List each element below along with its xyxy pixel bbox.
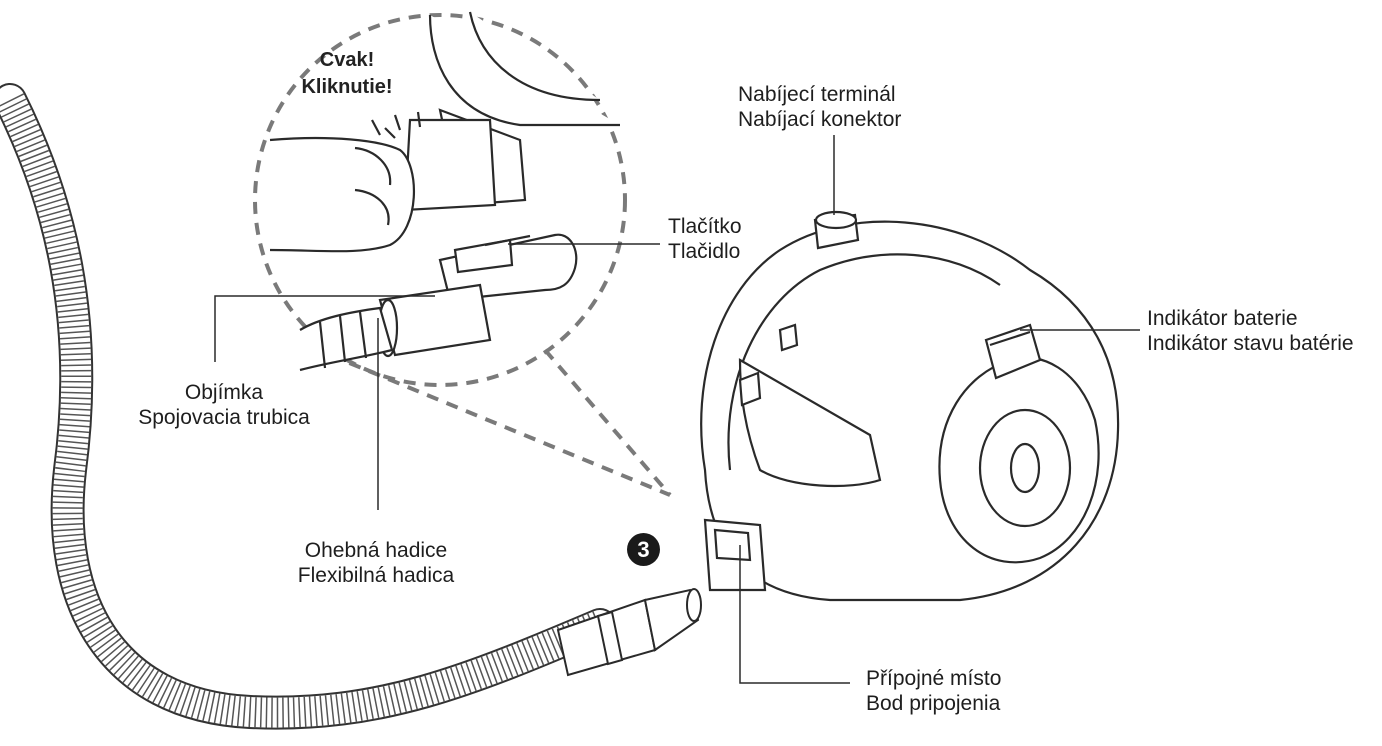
label-connection-point-sk: Bod pripojenia [866, 692, 1001, 715]
label-charging-terminal-sk: Nabíjací konektor [738, 108, 902, 131]
click-text-sk: Kliknutie! [301, 76, 393, 98]
label-sleeve: Objímka Spojovacia trubica [124, 380, 324, 430]
label-battery-indicator-cz: Indikátor baterie [1147, 307, 1298, 330]
label-button: Tlačítko Tlačidlo [668, 214, 742, 264]
label-button-cz: Tlačítko [668, 215, 742, 238]
label-charging-terminal: Nabíjecí terminál Nabíjací konektor [738, 82, 901, 132]
hose-connector [556, 588, 702, 677]
label-battery-indicator-sk: Indikátor stavu batérie [1147, 332, 1354, 355]
flexible-hose [0, 83, 617, 730]
click-text-cz: Cvak! [319, 49, 375, 71]
leader-lines [214, 135, 1140, 684]
label-flexible-hose: Ohebná hadice Flexibilná hadica [276, 538, 476, 588]
zoom-detail [269, 11, 620, 372]
label-button-sk: Tlačidlo [668, 240, 741, 263]
step-number-badge: 3 [627, 533, 660, 566]
label-flexible-hose-cz: Ohebná hadice [304, 539, 448, 562]
label-sleeve-sk: Spojovacia trubica [138, 406, 310, 429]
label-charging-terminal-cz: Nabíjecí terminál [738, 83, 896, 106]
label-connection-point: Přípojné místo Bod pripojenia [866, 666, 1001, 716]
label-connection-point-cz: Přípojné místo [866, 667, 1002, 690]
zoom-callout [253, 13, 672, 497]
label-sleeve-cz: Objímka [184, 381, 264, 404]
click-sound-text: Cvak! Kliknutie! [282, 47, 412, 101]
vacuum-body [700, 210, 1120, 602]
label-flexible-hose-sk: Flexibilná hadica [297, 564, 455, 587]
label-battery-indicator: Indikátor baterie Indikátor stavu batéri… [1147, 306, 1354, 356]
